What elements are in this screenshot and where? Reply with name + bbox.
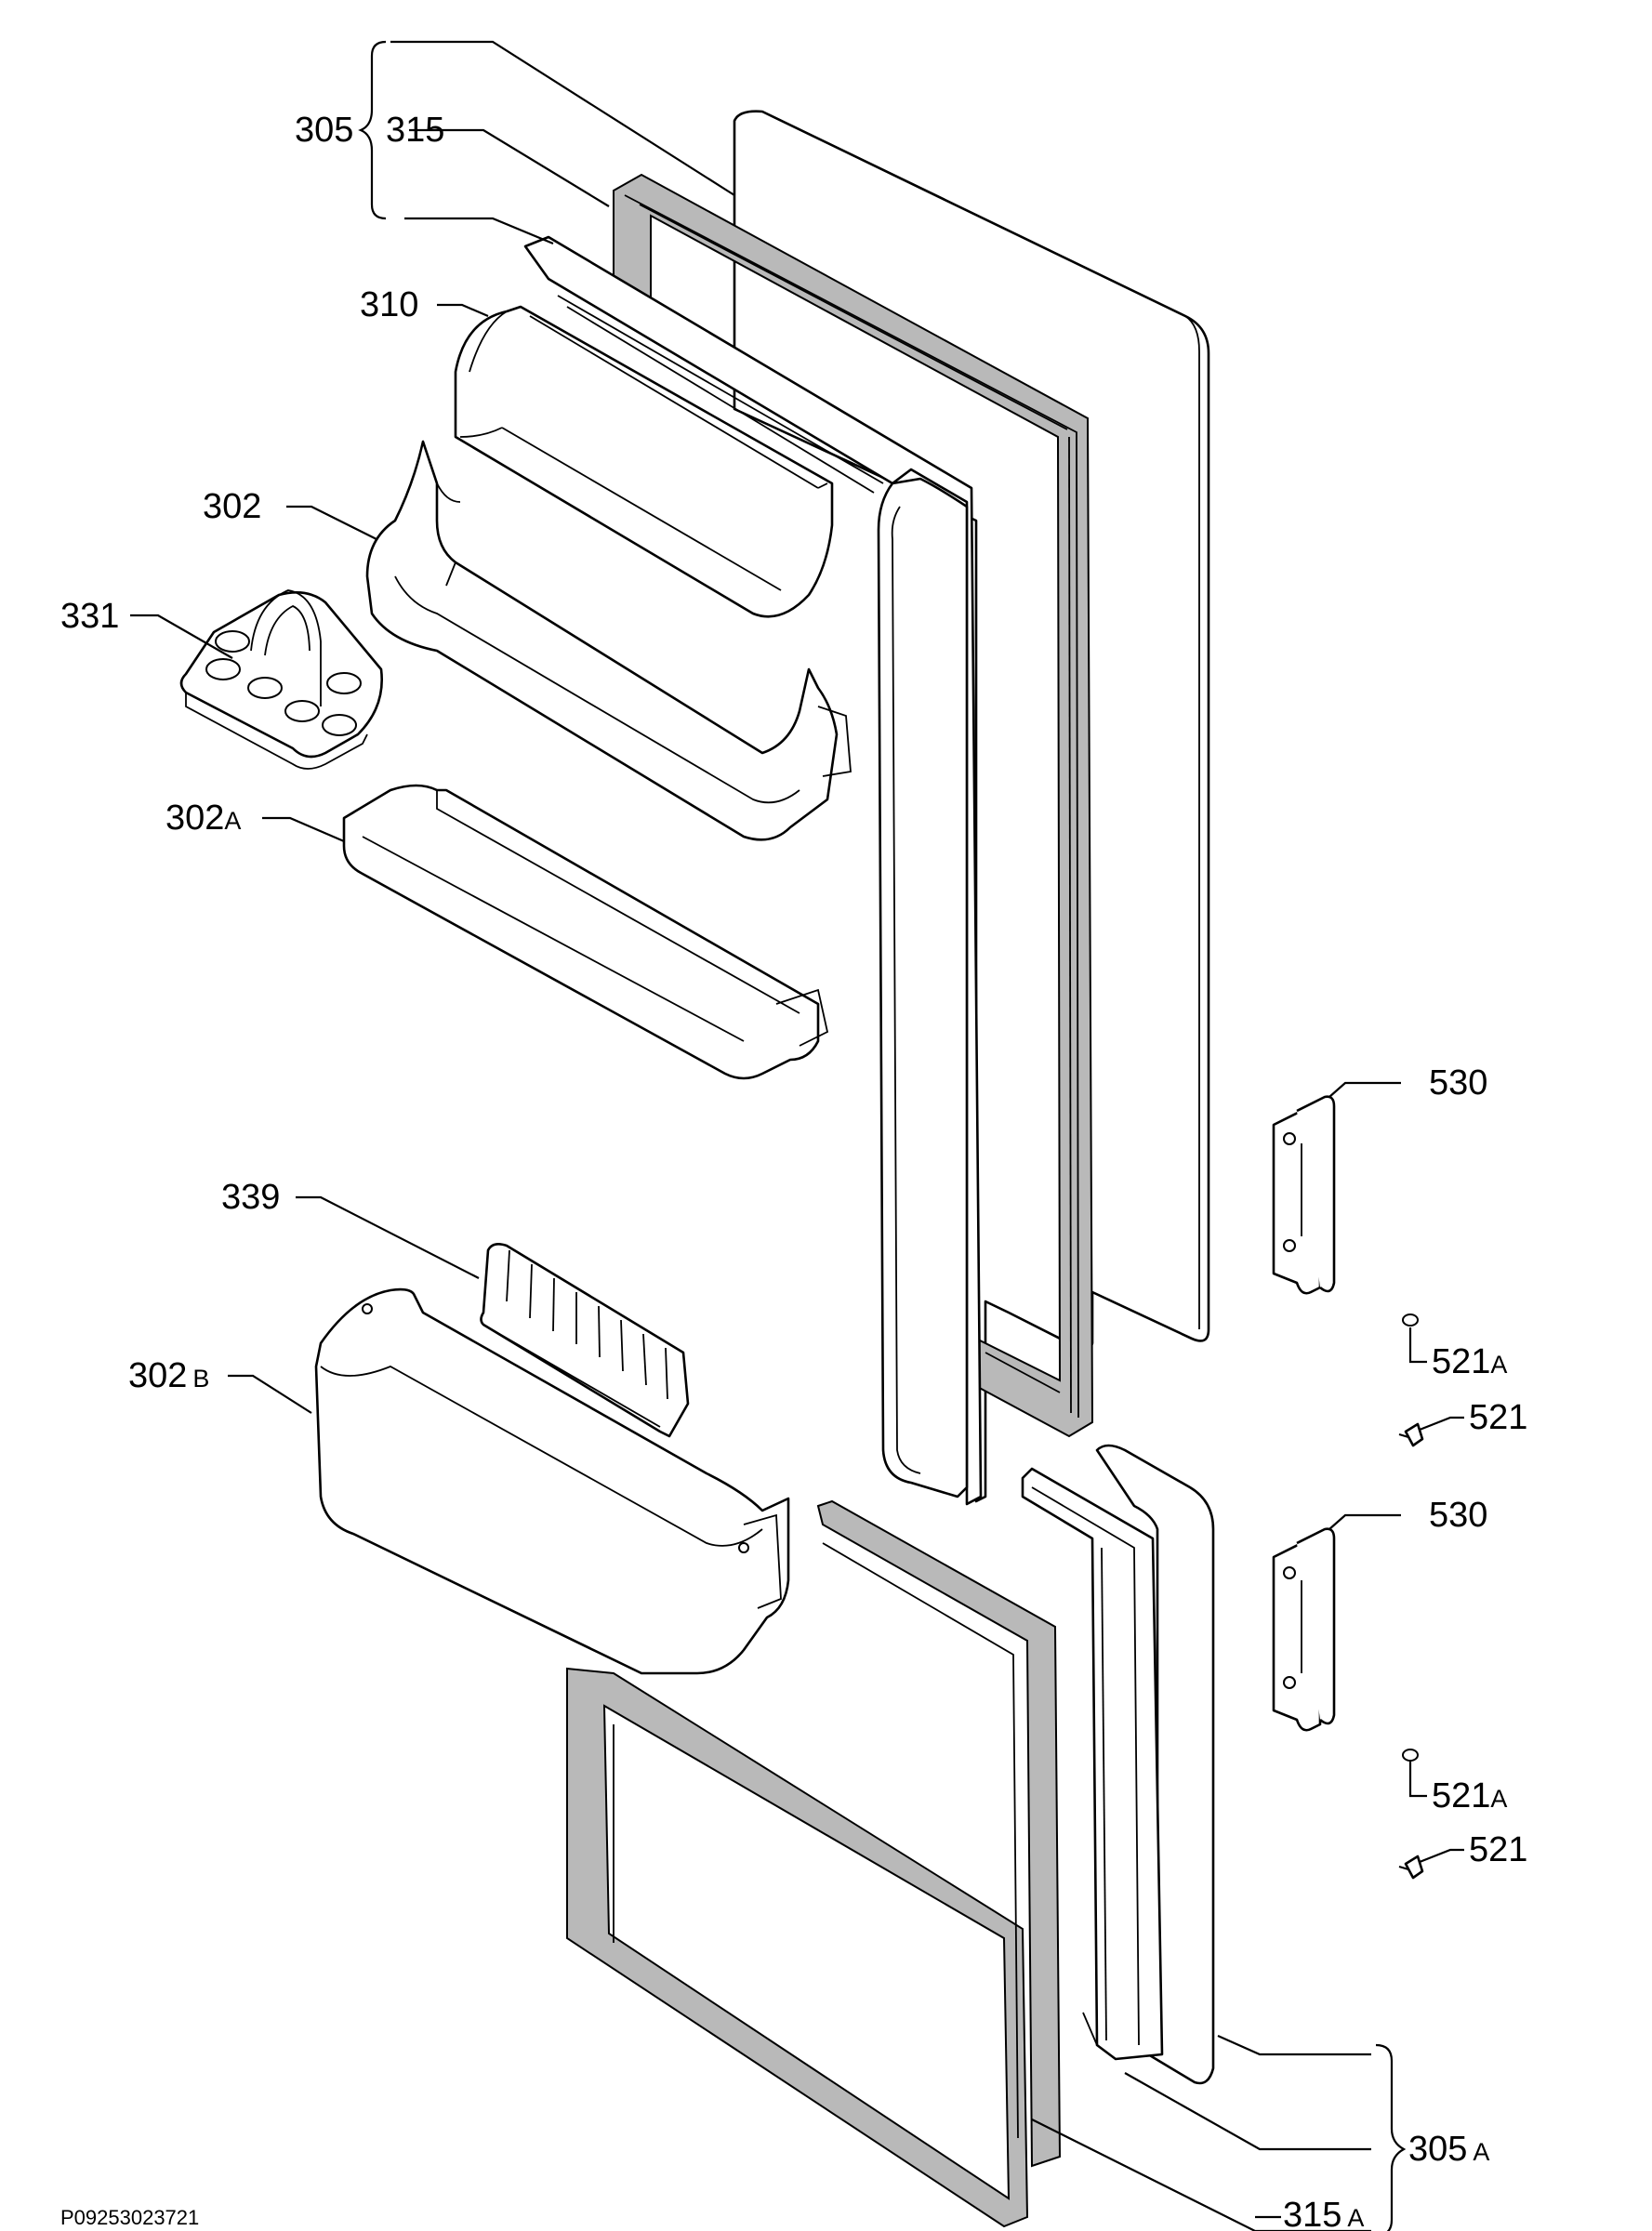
label-302: 302: [203, 487, 261, 526]
brace-305a: [1375, 2043, 1407, 2231]
leader-lines: [130, 40, 1464, 2231]
screw-upper: [1398, 1422, 1424, 1447]
screw-cap-lower: [1402, 1749, 1419, 1762]
label-530-upper: 530: [1429, 1063, 1487, 1102]
bottle-retainer: [480, 1243, 690, 1438]
screw-lower: [1398, 1855, 1424, 1880]
brace-305: [358, 40, 387, 220]
hinge-upper: [1272, 1095, 1336, 1295]
dairy-compartment-cover: [454, 305, 834, 618]
label-339: 339: [221, 1178, 280, 1217]
door-shelf-302b: [314, 1287, 790, 1675]
screw-cap-upper: [1402, 1314, 1419, 1327]
door-shelf-302: [365, 440, 852, 841]
label-305: 305: [295, 111, 353, 150]
label-521-lower: 521: [1469, 1830, 1527, 1869]
upper-door-liner: [523, 235, 983, 1506]
label-530-lower: 530: [1429, 1496, 1487, 1535]
label-302a: 302A: [165, 799, 241, 838]
hinge-lower: [1272, 1527, 1336, 1732]
drawing-code: P09253023721: [60, 2206, 199, 2229]
label-521-upper: 521: [1469, 1398, 1527, 1437]
label-310: 310: [360, 285, 418, 324]
lower-door-gasket: [566, 1499, 1062, 2228]
door-shelf-302a: [342, 784, 829, 1080]
label-521a-lower: 521A: [1432, 1776, 1507, 1815]
label-315: 315: [386, 111, 444, 150]
label-521a-upper: 521A: [1432, 1342, 1507, 1381]
label-331: 331: [60, 597, 119, 636]
egg-tray: [179, 589, 383, 770]
lower-door-panel: [1021, 1444, 1215, 2085]
